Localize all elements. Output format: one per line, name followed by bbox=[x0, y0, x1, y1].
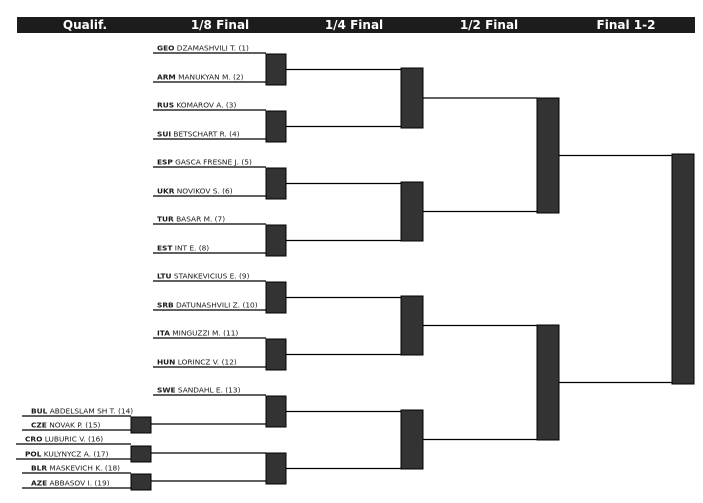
match-box-qualif-2 bbox=[130, 445, 152, 463]
entry-country-code: UKR bbox=[157, 187, 175, 196]
round-header-eighth-final: 1/8 Final bbox=[190, 18, 250, 32]
entry-label-main-3: RUS KOMAROV A. (3) bbox=[157, 101, 236, 110]
entry-athlete-name: INT E. (8) bbox=[172, 244, 209, 253]
entry-athlete-name: NOVIKOV S. (6) bbox=[174, 187, 232, 196]
entry-country-code: LTU bbox=[157, 272, 172, 281]
entry-country-code: BLR bbox=[31, 464, 47, 473]
entry-country-code: ITA bbox=[157, 329, 170, 338]
entry-country-code: EST bbox=[157, 244, 172, 253]
entry-country-code: GEO bbox=[157, 44, 174, 53]
entry-athlete-name: ABBASOV I. (19) bbox=[47, 479, 110, 488]
entry-country-code: ESP bbox=[157, 158, 173, 167]
entry-label-main-8: EST INT E. (8) bbox=[157, 244, 209, 253]
entry-athlete-name: NOVAK P. (15) bbox=[47, 421, 101, 430]
entry-label-main-5: ESP GASCA FRESNE J. (5) bbox=[157, 158, 252, 167]
match-box-eighth-3 bbox=[265, 167, 287, 200]
entry-label-main-11: ITA MINGUZZI M. (11) bbox=[157, 329, 238, 338]
entry-athlete-name: SANDAHL E. (13) bbox=[176, 386, 241, 395]
round-header-bar bbox=[17, 17, 695, 33]
entry-label-qualif-3: CRO LUBURIC V. (16) bbox=[25, 435, 103, 444]
entry-label-qualif-1: BUL ABDELSLAM SH T. (14) bbox=[31, 407, 133, 416]
bracket-lines bbox=[16, 52, 672, 489]
entry-country-code: TUR bbox=[157, 215, 174, 224]
entry-athlete-name: KOMAROV A. (3) bbox=[174, 101, 236, 110]
entry-athlete-name: KULYNYCZ A. (17) bbox=[41, 450, 108, 459]
entry-country-code: RUS bbox=[157, 101, 174, 110]
entry-country-code: AZE bbox=[31, 479, 47, 488]
round-header-qualif: Qualif. bbox=[62, 18, 108, 32]
entry-country-code: SUI bbox=[157, 130, 171, 139]
entry-athlete-name: BASAR M. (7) bbox=[174, 215, 226, 224]
entry-athlete-name: MANUKYAN M. (2) bbox=[176, 73, 244, 82]
entry-label-main-6: UKR NOVIKOV S. (6) bbox=[157, 187, 233, 196]
entry-label-qualif-6: AZE ABBASOV I. (19) bbox=[31, 479, 110, 488]
match-box-semi-1 bbox=[536, 97, 560, 214]
entry-country-code: SWE bbox=[157, 386, 176, 395]
bracket-match-boxes bbox=[130, 53, 695, 491]
match-box-eighth-5 bbox=[265, 281, 287, 314]
entry-athlete-name: MINGUZZI M. (11) bbox=[170, 329, 238, 338]
match-box-eighth-8 bbox=[265, 452, 287, 485]
match-box-quarter-1 bbox=[400, 67, 424, 129]
match-box-quarter-2 bbox=[400, 181, 424, 242]
match-box-final bbox=[671, 153, 695, 385]
entry-label-main-1: GEO DZAMASHVILI T. (1) bbox=[157, 44, 249, 53]
entry-athlete-name: ABDELSLAM SH T. (14) bbox=[47, 407, 133, 416]
entry-label-main-2: ARM MANUKYAN M. (2) bbox=[157, 73, 244, 82]
match-box-quarter-4 bbox=[400, 409, 424, 470]
entry-country-code: SRB bbox=[157, 301, 174, 310]
round-header-quarter-final: 1/4 Final bbox=[324, 18, 384, 32]
entry-label-main-4: SUI BETSCHART R. (4) bbox=[157, 130, 240, 139]
match-box-eighth-2 bbox=[265, 110, 287, 143]
match-box-quarter-3 bbox=[400, 295, 424, 356]
match-box-qualif-1 bbox=[130, 416, 152, 434]
entry-athlete-name: BETSCHART R. (4) bbox=[171, 130, 240, 139]
entry-label-main-13: SWE SANDAHL E. (13) bbox=[157, 386, 241, 395]
match-box-eighth-6 bbox=[265, 338, 287, 371]
match-box-qualif-3 bbox=[130, 473, 152, 491]
round-header-semi-final: 1/2 Final bbox=[459, 18, 519, 32]
match-box-eighth-7 bbox=[265, 395, 287, 428]
entry-label-qualif-4: POL KULYNYCZ A. (17) bbox=[25, 450, 109, 459]
entry-athlete-name: GASCA FRESNE J. (5) bbox=[173, 158, 252, 167]
match-box-eighth-1 bbox=[265, 53, 287, 86]
entry-country-code: CZE bbox=[31, 421, 47, 430]
entry-label-main-12: HUN LORINCZ V. (12) bbox=[157, 358, 237, 367]
entry-country-code: ARM bbox=[157, 73, 176, 82]
entry-country-code: HUN bbox=[157, 358, 175, 367]
entry-label-main-7: TUR BASAR M. (7) bbox=[157, 215, 225, 224]
entry-athlete-name: DATUNASHVILI Z. (10) bbox=[174, 301, 258, 310]
entry-label-main-9: LTU STANKEVICIUS E. (9) bbox=[157, 272, 250, 281]
entry-athlete-name: LORINCZ V. (12) bbox=[175, 358, 237, 367]
match-box-semi-2 bbox=[536, 324, 560, 441]
entry-label-qualif-2: CZE NOVAK P. (15) bbox=[31, 421, 101, 430]
entry-athlete-name: STANKEVICIUS E. (9) bbox=[172, 272, 250, 281]
match-box-eighth-4 bbox=[265, 224, 287, 257]
entry-country-code: BUL bbox=[31, 407, 48, 416]
round-header-final: Final 1-2 bbox=[596, 18, 656, 32]
entry-label-qualif-5: BLR MASKEVICH K. (18) bbox=[31, 464, 120, 473]
entry-athlete-name: MASKEVICH K. (18) bbox=[47, 464, 120, 473]
entry-athlete-name: DZAMASHVILI T. (1) bbox=[174, 44, 249, 53]
entry-athlete-name: LUBURIC V. (16) bbox=[42, 435, 103, 444]
entry-country-code: POL bbox=[25, 450, 42, 459]
bracket-entry-labels: GEO DZAMASHVILI T. (1) ARM MANUKYAN M. (2… bbox=[25, 44, 258, 488]
entry-country-code: CRO bbox=[25, 435, 42, 444]
entry-label-main-10: SRB DATUNASHVILI Z. (10) bbox=[157, 301, 258, 310]
